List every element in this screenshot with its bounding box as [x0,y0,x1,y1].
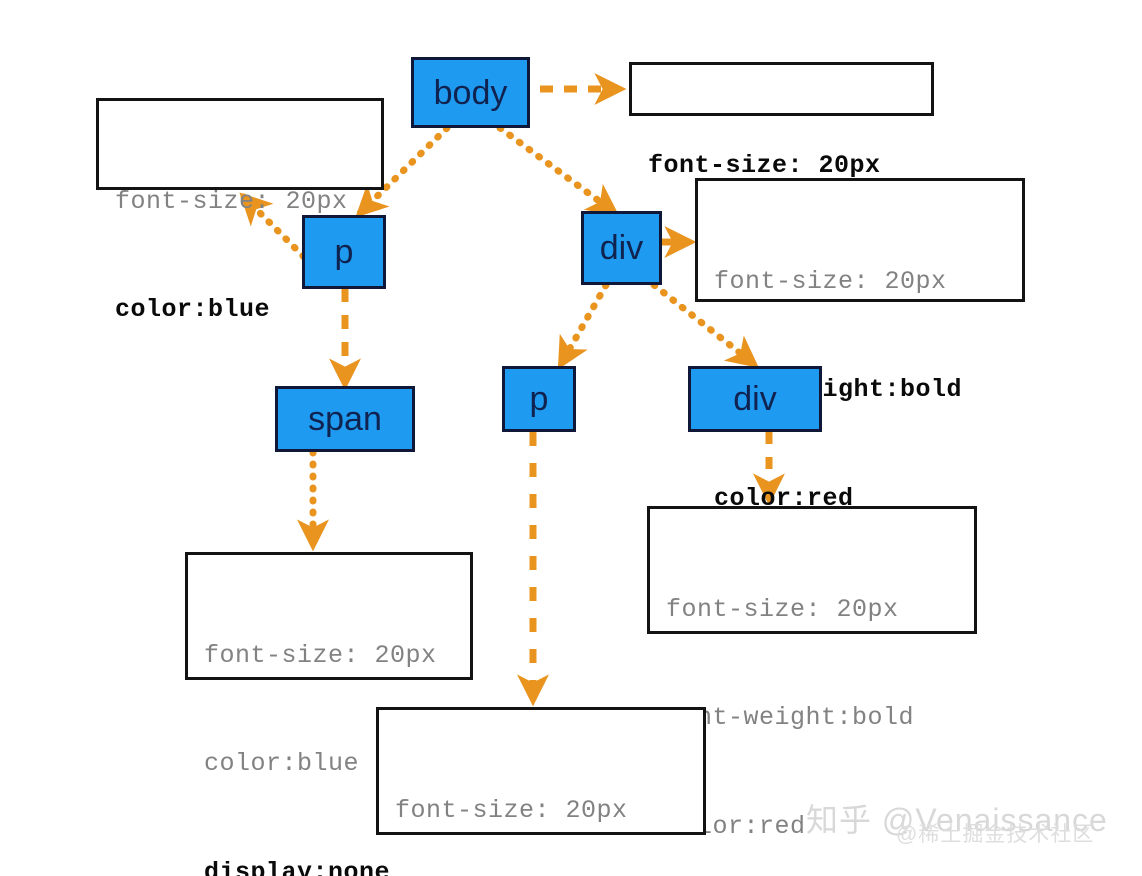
edge-div-to-p2 [557,281,610,370]
stylebox-div-nested-line-2: Font-weight:bold [666,703,915,733]
stylebox-div: font-size: 20px font-weight:bold color:r… [695,178,1025,513]
node-span-label: span [308,400,382,438]
node-p-label: p [334,233,354,271]
watermark-zhihu: 知乎 @Venaissance [806,802,1108,838]
node-div[interactable]: div [581,211,662,285]
node-p-nested[interactable]: p [502,366,576,432]
watermark-juejin: @稀土掘金技术社区 [896,823,1095,846]
stylebox-span-line-3: display:none [204,858,391,876]
stylebox-span-line-1: font-size: 20px [204,640,437,670]
node-div-label: div [599,229,644,267]
node-div-nested[interactable]: div [688,366,822,432]
stylebox-div-nested-line-1: font-size: 20px [666,594,899,624]
stylebox-span: font-size: 20px color:blue display:none [185,552,473,876]
stylebox-p-nested: font-size: 20px Font-weight:bold Color:g… [376,707,706,835]
stylebox-div-nested-line-3: color:red [666,812,806,841]
node-span[interactable]: span [275,386,415,452]
stylebox-p: font-size: 20px color:blue [96,98,384,324]
stylebox-body-line-1: font-size: 20px [648,150,881,180]
node-div-nested-label: div [733,380,777,418]
stylebox-div-line-1: font-size: 20px [714,266,947,296]
stylebox-body: font-size: 20px [629,62,934,180]
stylebox-div-nested: font-size: 20px Font-weight:bold color:r… [647,506,977,841]
stylebox-span-line-2: color:blue [204,749,360,779]
node-body-label: body [433,73,508,112]
node-body[interactable]: body [411,57,530,128]
stylebox-p-line-2: color:blue [115,295,271,325]
edge-body-to-div [496,124,620,216]
stylebox-p-nested-line-1: font-size: 20px [395,795,628,825]
node-p[interactable]: p [302,215,386,289]
node-p-nested-label: p [529,380,549,418]
